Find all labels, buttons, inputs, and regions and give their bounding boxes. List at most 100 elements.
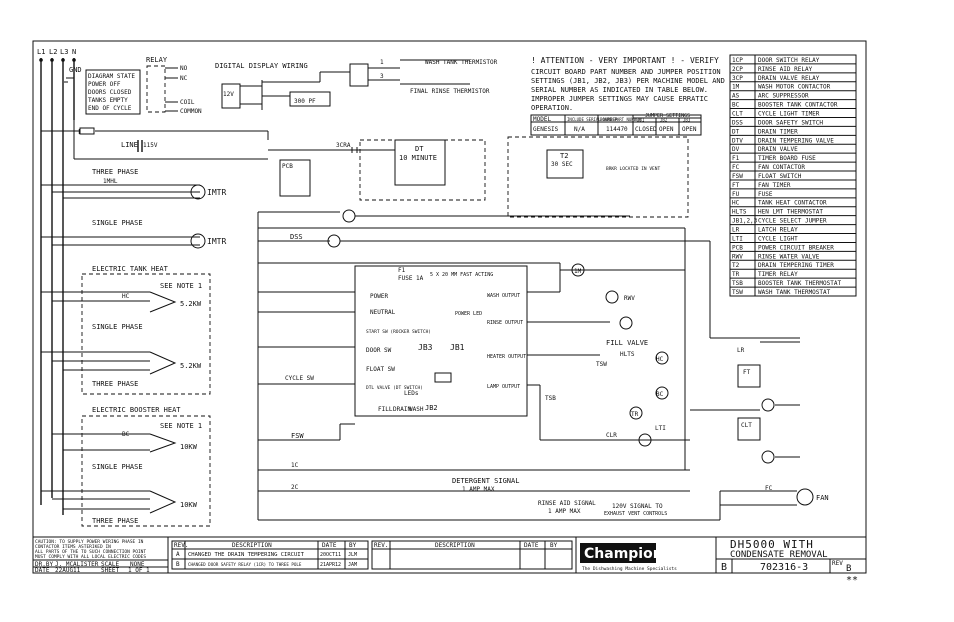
- rev-cell: A: [176, 551, 180, 558]
- bus-l1-label: L1: [37, 48, 45, 56]
- attention-line: CIRCUIT BOARD PART NUMBER AND JUMPER POS…: [531, 68, 721, 76]
- brand-logo: Champion: [584, 546, 663, 562]
- ground-label: GND: [69, 66, 82, 74]
- rev-label: REV: [832, 560, 843, 567]
- scale-label: SCALE: [101, 561, 119, 568]
- legend-description: BOOSTER TANK THERMOSTAT: [758, 280, 841, 287]
- board-terminal: DOOR SW: [366, 347, 392, 354]
- jumper-cell: GENESIS: [533, 126, 559, 133]
- tank-heat-kw-3ph: 5.2KW: [180, 362, 202, 370]
- rev-value: B: [846, 564, 851, 574]
- jumper-cell: CLOSED: [635, 126, 657, 133]
- float-switch-label: FSW: [291, 432, 304, 440]
- brand-logo-bg: [580, 543, 656, 563]
- rev-cell: CHANGED THE DRAIN TEMPERING CIRCUIT: [188, 552, 305, 558]
- legend-code: TR: [732, 271, 740, 278]
- drain-timer-duration: 10 MINUTE: [399, 154, 437, 162]
- rev2-head: BY: [550, 542, 558, 549]
- rev2-head: DATE: [524, 542, 539, 549]
- tempering-timer-label: T2: [560, 152, 568, 160]
- jumper-head: INCLUDE SERIAL NUMBER: [567, 117, 618, 122]
- jumper-cell: 114470: [606, 126, 628, 133]
- legend-code: HC: [732, 200, 740, 207]
- jumper-name: JB3: [683, 118, 691, 123]
- relay-term: COMMON: [180, 108, 202, 115]
- attention-line: IMPROPER JUMPER SETTINGS MAY CAUSE ERRAT…: [531, 95, 708, 103]
- fan-timer-label: FT: [743, 369, 751, 376]
- legend-description: CYCLE LIGHT: [758, 235, 798, 242]
- legend-code: DTV: [732, 137, 743, 144]
- tank-single-phase: SINGLE PHASE: [92, 323, 143, 331]
- rev-cell: CHANGED DOOR SAFETY RELAY (1CR) TO THREE…: [188, 562, 302, 567]
- legend-description: RINSE AID RELAY: [758, 66, 813, 73]
- legend-code: 2CP: [732, 66, 743, 73]
- legend-description: FAN TIMER: [758, 182, 791, 189]
- led-label: FILL: [378, 406, 393, 413]
- booster-three-phase: THREE PHASE: [92, 517, 138, 525]
- led-label: DRAIN: [393, 406, 411, 413]
- board-terminal: NEUTRAL: [370, 309, 396, 316]
- tank-three-phase: THREE PHASE: [92, 380, 138, 388]
- attention-note: ! ATTENTION - VERY IMPORTANT ! - VERIFY …: [530, 56, 725, 136]
- rinse-aid-signal-label: RINSE AID SIGNAL: [538, 500, 596, 507]
- power-circuit-breaker: [279, 159, 311, 197]
- cycle-switch-label: CYCLE SW: [285, 375, 314, 382]
- legend-code: JB1,2,3: [732, 218, 758, 225]
- three-phase-label: THREE PHASE: [92, 168, 138, 176]
- wash-motor-label: IMTR: [207, 188, 226, 197]
- jumper-jb2: JB2: [425, 404, 438, 412]
- rev-cell: JAM: [348, 562, 357, 568]
- cycle-light-label: LTI: [655, 425, 666, 432]
- drain-timer: [394, 139, 446, 186]
- vent-signal-label-2: EXHAUST VENT CONTROLS: [604, 511, 667, 517]
- relay-1c-label: 1C: [291, 462, 299, 469]
- legend-code: LTI: [732, 235, 743, 242]
- breaker-location-note: BRKR LOCATED IN VENT: [606, 166, 660, 172]
- jumper-cell: OPEN: [682, 126, 697, 133]
- legend-description: LATCH RELAY: [758, 227, 798, 234]
- fill-valve-label: FILL VALVE: [606, 339, 648, 347]
- legend-code: F1: [732, 155, 740, 162]
- booster-contactor-label: BC: [656, 391, 664, 398]
- legend-description: FAN CONTACTOR: [758, 164, 805, 171]
- drawing-title-1: DH5000 WITH: [730, 538, 814, 551]
- display-wiring-title: DIGITAL DISPLAY WIRING: [215, 62, 308, 70]
- fan-contactor-label: FC: [765, 485, 773, 492]
- legend-description: WASH MOTOR CONTACTOR: [758, 84, 831, 91]
- legend-description: TIMER BOARD FUSE: [758, 155, 816, 162]
- jumper-name: JB1: [637, 118, 645, 123]
- timer-relay-label: TR: [631, 411, 639, 418]
- legend-description: CYCLE SELECT JUMPER: [758, 218, 827, 225]
- jumper-head: MODEL: [533, 116, 551, 123]
- attention-line: SERIAL NUMBER AS INDICATED IN TABLE BELO…: [531, 86, 708, 94]
- digital-display-wiring: DIGITAL DISPLAY WIRING 12V 300 PF 1 3 WA…: [215, 59, 498, 110]
- drawing-title-2: CONDENSATE REMOVAL: [730, 550, 828, 560]
- legend-code: FT: [732, 182, 740, 189]
- fan-label: FAN: [816, 494, 829, 502]
- legend-code: BC: [732, 102, 740, 109]
- bus-l3-label: L3: [60, 48, 68, 56]
- rev-cell: JLM: [348, 552, 357, 558]
- rev-head: BY: [349, 542, 357, 549]
- relay-state-line: POWER OFF: [88, 81, 121, 88]
- tank-heat-contactor: HC: [122, 293, 130, 300]
- caution-line: MUST COMPLY WITH ALL LOCAL ELECTRIC CODE…: [35, 554, 146, 560]
- board-fuse-rating: FUSE 1A: [398, 275, 424, 282]
- relay-term: NC: [180, 75, 188, 82]
- drawing-size: B: [721, 562, 727, 573]
- transformer-voltage: 115V: [143, 142, 158, 149]
- rev-cell: 21APR12: [320, 562, 341, 568]
- board-output: LAMP OUTPUT: [487, 384, 520, 390]
- board-terminal: FLOAT SW: [366, 366, 395, 373]
- wash-motor-contactor-label: 1M: [574, 268, 582, 275]
- latch-relay-label: LR: [737, 347, 745, 354]
- attention-title: ! ATTENTION - VERY IMPORTANT ! - VERIFY: [531, 56, 719, 65]
- legend-code: DV: [732, 146, 740, 153]
- booster-heat-section: ELECTRIC BOOSTER HEAT SEE NOTE 1 BC 10KW…: [41, 406, 211, 527]
- relay-term: COIL: [180, 99, 195, 106]
- ladder-wiring: FU LINE 115V 3CRA DT 10 MINUTE T2 30 SEC…: [41, 120, 829, 521]
- rev-cell: 20OCT11: [320, 552, 341, 558]
- wash-thermistor-label: WASH TANK THERMISTOR: [425, 59, 498, 66]
